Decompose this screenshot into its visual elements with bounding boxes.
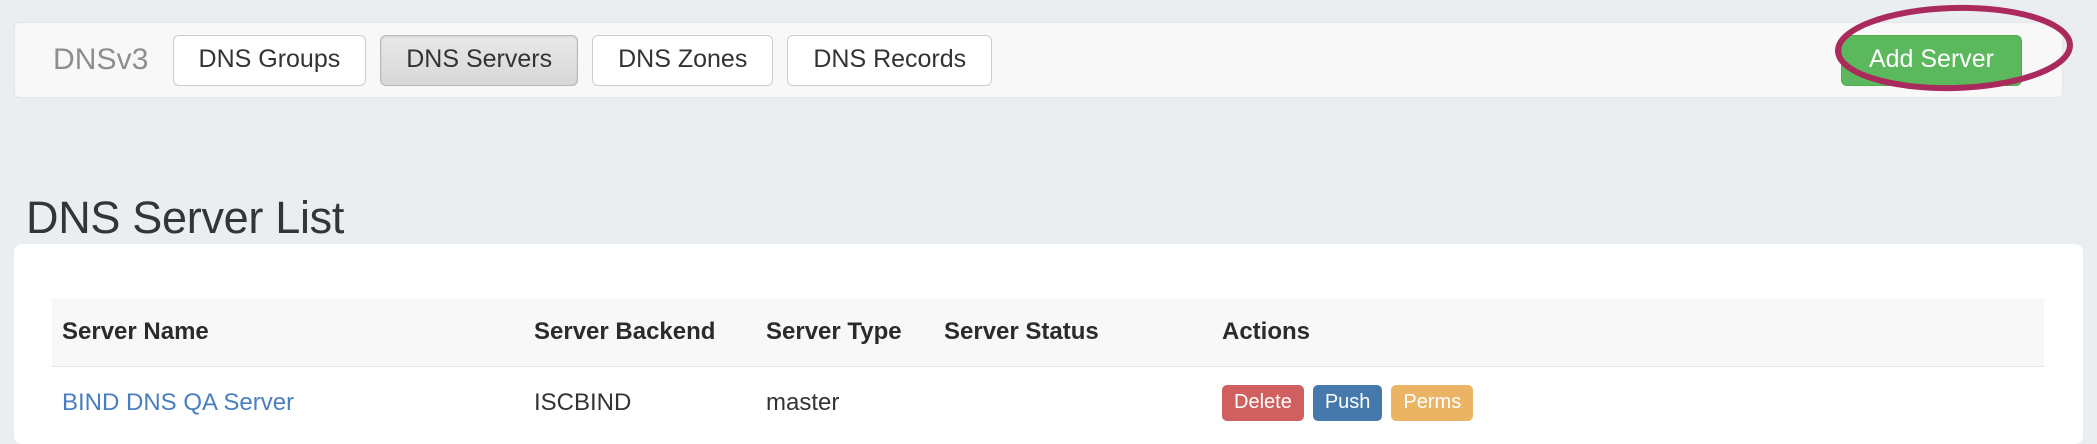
nav-button-group: DNS Groups DNS Servers DNS Zones DNS Rec… <box>172 34 993 86</box>
table-body: BIND DNS QA Server ISCBIND master Delete… <box>52 367 2044 440</box>
cell-server-backend: ISCBIND <box>534 389 632 416</box>
top-navbar: DNSv3 DNS Groups DNS Servers DNS Zones D… <box>14 22 2063 98</box>
add-server-button[interactable]: Add Server <box>1840 34 2022 86</box>
cell-server-type: master <box>766 389 840 416</box>
cell-actions: Delete Push Perms <box>1212 367 2044 440</box>
table-row: BIND DNS QA Server ISCBIND master Delete… <box>52 367 2044 440</box>
server-name-link[interactable]: BIND DNS QA Server <box>62 389 295 416</box>
column-header-server-name[interactable]: Server Name <box>52 298 524 367</box>
cell-server-name: BIND DNS QA Server <box>52 367 524 440</box>
nav-button-dns-groups[interactable]: DNS Groups <box>172 34 367 86</box>
nav-button-dns-servers[interactable]: DNS Servers <box>380 34 579 86</box>
dns-server-table: Server Name Server Backend Server Type S… <box>52 298 2044 439</box>
column-header-server-backend[interactable]: Server Backend <box>524 298 756 367</box>
row-action-buttons: Delete Push Perms <box>1222 385 2044 421</box>
cell-server-status <box>934 367 1212 440</box>
column-header-server-type[interactable]: Server Type <box>756 298 934 367</box>
column-header-server-status[interactable]: Server Status <box>934 298 1212 367</box>
nav-button-dns-zones[interactable]: DNS Zones <box>592 34 774 86</box>
table-header-row: Server Name Server Backend Server Type S… <box>52 298 2044 367</box>
nav-button-dns-records[interactable]: DNS Records <box>787 34 993 86</box>
content-card: Server Name Server Backend Server Type S… <box>14 244 2083 444</box>
push-button[interactable]: Push <box>1312 385 1383 421</box>
navbar-right-section: Add Server <box>1840 34 2044 86</box>
table-header: Server Name Server Backend Server Type S… <box>52 298 2044 367</box>
page-title: DNS Server List <box>26 192 345 244</box>
delete-button[interactable]: Delete <box>1222 385 1304 421</box>
column-header-actions: Actions <box>1212 298 2044 367</box>
brand-logo[interactable]: DNSv3 <box>53 43 149 76</box>
perms-button[interactable]: Perms <box>1391 385 1474 421</box>
